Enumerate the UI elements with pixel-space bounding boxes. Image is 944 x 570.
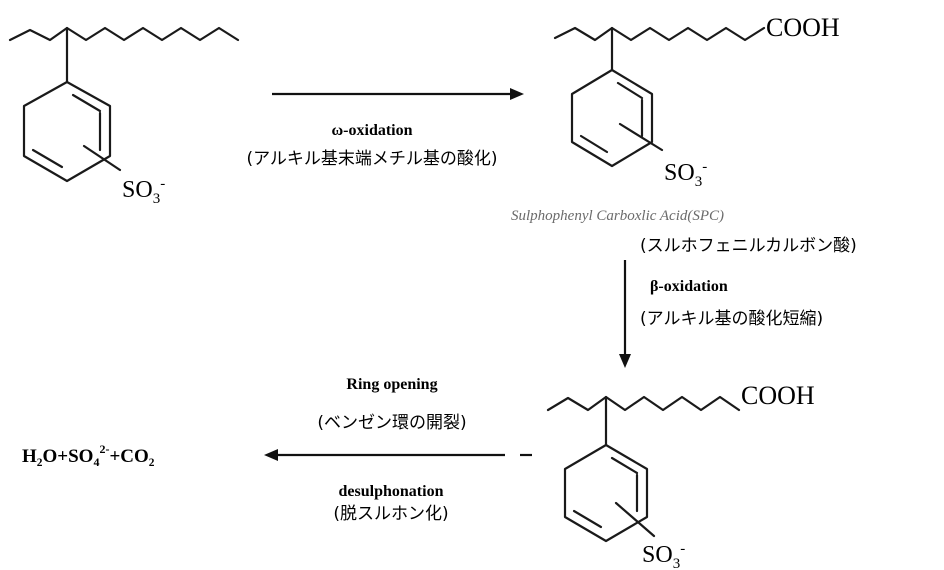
beta-oxidation-arrow (619, 260, 631, 368)
alkyl-chain (8, 26, 240, 42)
final-products: H₂O+SO42-+CO₂ (22, 442, 155, 469)
alkyl-chain (546, 395, 741, 412)
spc-compound: COOH SO3- (553, 13, 840, 190)
beta-oxidation-desc: (アルキル基の酸化短縮) (640, 309, 823, 329)
omega-oxidation-arrow (272, 88, 524, 100)
ring-double-bond (579, 134, 609, 154)
sulfonate-bond (614, 501, 656, 538)
ring-opening-arrow (264, 449, 532, 461)
sulfonate-bond (82, 144, 122, 172)
benzene-ring (570, 68, 654, 168)
ring-double-bond (572, 509, 603, 529)
ring-double-bond (616, 81, 644, 100)
benzene-ring (563, 443, 649, 543)
sulfonate-bond (618, 122, 664, 152)
spc-name-jp: (スルホフェニルカルボン酸) (640, 236, 857, 256)
desulphonation-desc: (脱スルホン化) (333, 504, 448, 524)
ring-opening-title: Ring opening (346, 376, 437, 393)
desulphonation-title: desulphonation (339, 483, 444, 500)
ring-opening-desc: (ベンゼン環の開裂) (317, 413, 466, 433)
starting-compound: SO3- (8, 26, 240, 207)
short-spc-compound: COOH SO3- (546, 381, 815, 570)
ring-double-bond (610, 456, 639, 475)
ring-double-bond (71, 93, 102, 113)
sulfonate-label: SO3- (642, 541, 685, 570)
alkyl-chain (553, 26, 766, 42)
sulfonate-label: SO3- (664, 159, 707, 190)
spc-name-en: Sulphophenyl Carboxlic Acid(SPC) (511, 208, 724, 224)
omega-oxidation-title: ω-oxidation (331, 122, 412, 139)
beta-oxidation-title: β-oxidation (650, 278, 728, 295)
carboxyl-label: COOH (741, 381, 815, 410)
benzene-ring (22, 80, 112, 183)
sulfonate-label: SO3- (122, 176, 165, 207)
omega-oxidation-desc: (アルキル基末端メチル基の酸化) (246, 149, 497, 169)
ring-double-bond (31, 148, 64, 169)
carboxyl-label: COOH (766, 13, 840, 42)
